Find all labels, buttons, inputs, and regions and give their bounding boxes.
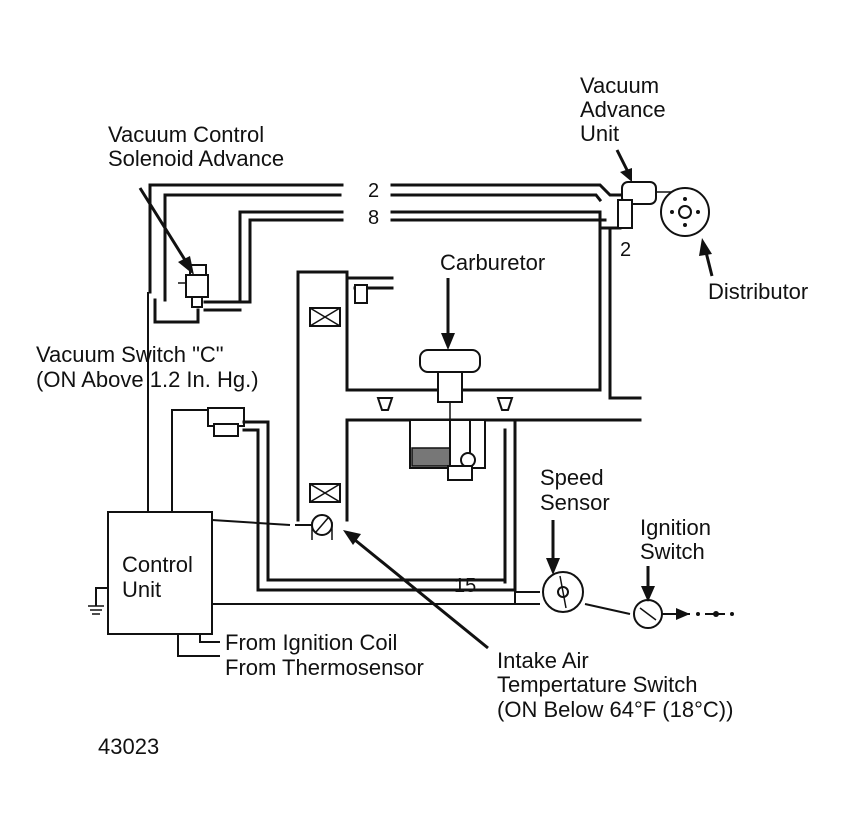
control-unit-box bbox=[88, 511, 213, 635]
label-vacuum-switch-line2: (ON Above 1.2 In. Hg.) bbox=[36, 367, 259, 392]
vacuum-control-solenoid bbox=[178, 264, 209, 308]
electrical-wiring bbox=[147, 292, 690, 657]
intake-duct bbox=[296, 270, 642, 592]
label-intake-air-line3: (ON Below 64°F (18°C)) bbox=[497, 697, 733, 722]
label-ignition-switch-line2: Switch bbox=[640, 539, 705, 564]
label-ignition-switch-line1: Ignition bbox=[640, 515, 711, 540]
label-intake-air-line2: Tempertature Switch bbox=[497, 672, 698, 697]
hose-number-second: 8 bbox=[368, 207, 379, 229]
label-distributor: Distributor bbox=[708, 279, 808, 304]
label-vacuum-switch-line1: Vacuum Switch "C" bbox=[36, 342, 224, 367]
label-speed-sensor-line2: Sensor bbox=[540, 490, 610, 515]
hose-number-advance: 2 bbox=[620, 239, 631, 261]
label-vacuum-control-solenoid-line1: Vacuum Control bbox=[108, 122, 264, 147]
vacuum-hoses bbox=[148, 183, 624, 400]
intake-air-temperature-switch bbox=[295, 514, 333, 540]
label-vacuum-control-solenoid-line2: Solenoid Advance bbox=[108, 146, 284, 171]
ignition-switch bbox=[633, 599, 734, 629]
speed-sensor bbox=[542, 571, 584, 613]
distributor bbox=[660, 187, 710, 237]
label-vacuum-advance-line3: Unit bbox=[580, 121, 619, 146]
vacuum-switch-c bbox=[207, 407, 517, 592]
label-from-ignition-coil: From Ignition Coil bbox=[225, 630, 397, 655]
vacuum-advance-unit bbox=[617, 181, 672, 229]
callout-arrows bbox=[138, 149, 714, 650]
label-intake-air-line1: Intake Air bbox=[497, 648, 589, 673]
carburetor bbox=[409, 349, 486, 481]
label-control-unit-line1: Control bbox=[122, 552, 193, 577]
figure-number: 43023 bbox=[98, 734, 159, 759]
label-carburetor: Carburetor bbox=[440, 250, 545, 275]
label-control-unit-line2: Unit bbox=[122, 577, 161, 602]
label-speed-sensor-line1: Speed bbox=[540, 465, 604, 490]
hose-number-bottom: 15 bbox=[454, 575, 476, 597]
label-vacuum-advance-line1: Vacuum bbox=[580, 73, 659, 98]
label-vacuum-advance-line2: Advance bbox=[580, 97, 666, 122]
hose-number-top: 2 bbox=[368, 180, 379, 202]
label-from-thermosensor: From Thermosensor bbox=[225, 655, 424, 680]
intake-valves bbox=[376, 397, 514, 411]
